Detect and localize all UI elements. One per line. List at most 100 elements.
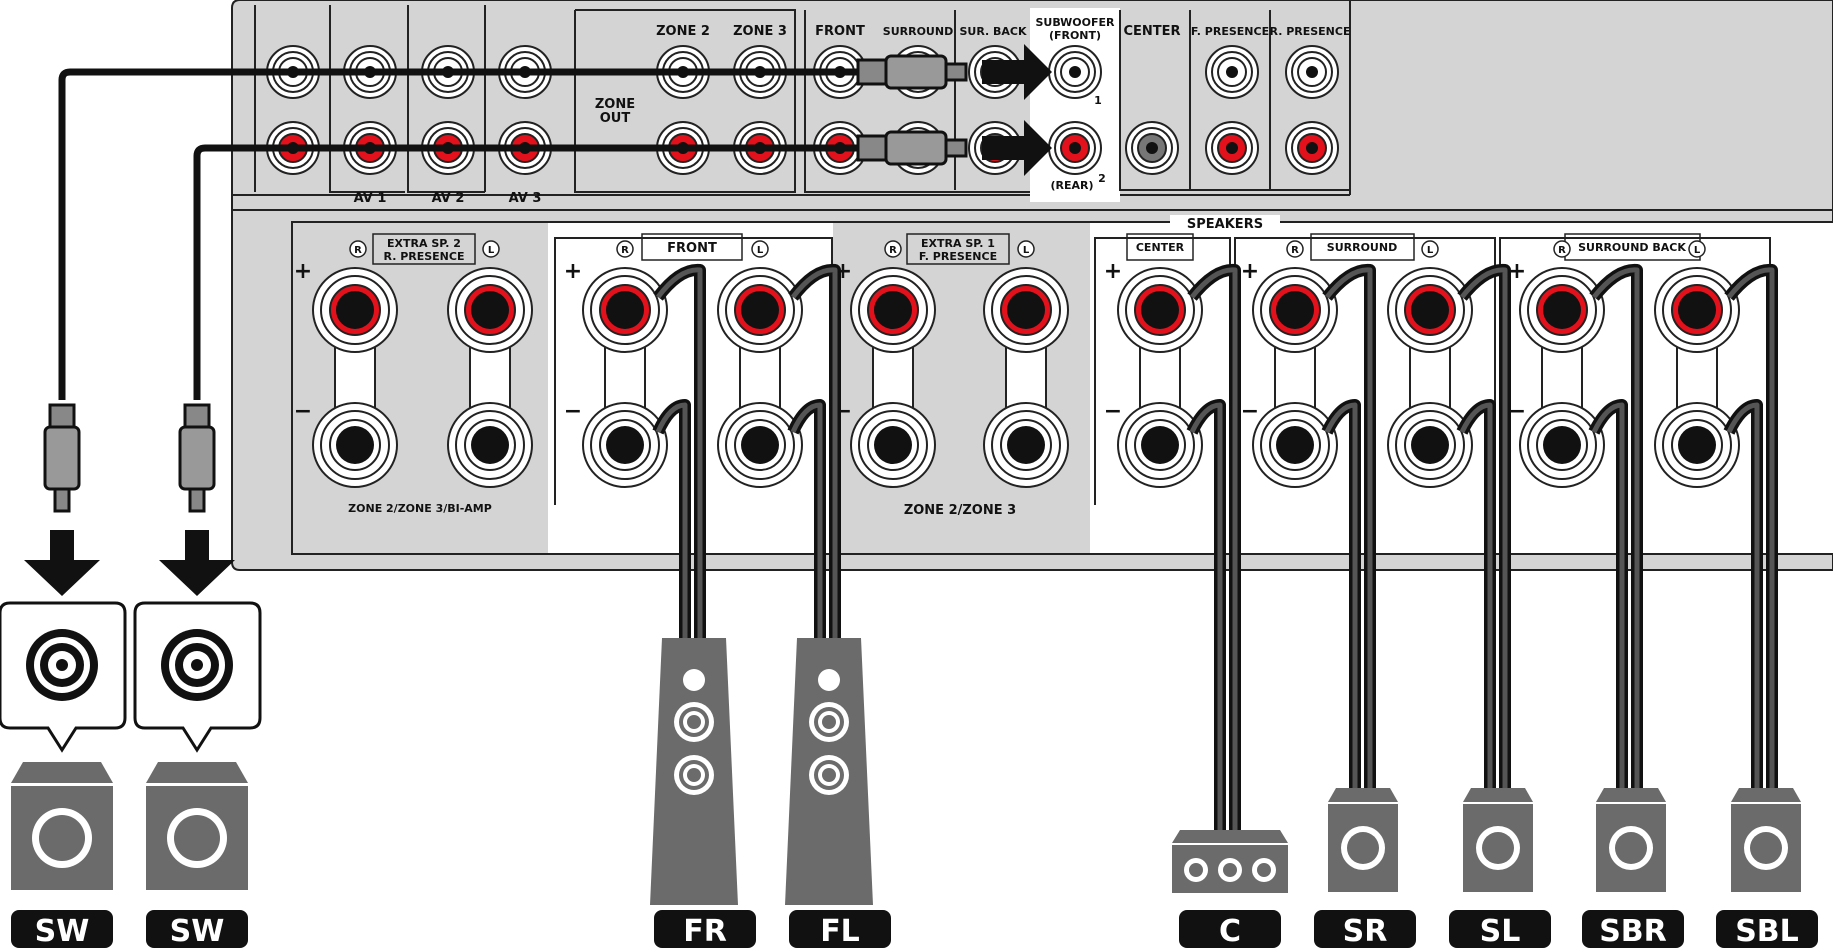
- label-front-preout: FRONT: [815, 24, 865, 39]
- speaker-terminal-minus: [447, 402, 533, 488]
- svg-text:L: L: [1023, 245, 1030, 256]
- svg-text:FL: FL: [820, 914, 860, 949]
- cable-group: [24, 44, 1778, 835]
- speaker-tag: FR: [654, 910, 756, 949]
- label-center-preout: CENTER: [1123, 24, 1180, 39]
- right-channel-badge: R: [1286, 240, 1304, 258]
- speaker-terminal-plus: [850, 267, 936, 353]
- label-surround-back-terminal: SURROUND BACK: [1578, 241, 1686, 254]
- arrow-to-sw1: [24, 530, 100, 596]
- sw1-jack-callout: [0, 601, 127, 753]
- label-f-presence-preout: F. PRESENCE: [1191, 25, 1269, 38]
- label-extra1-footer: ZONE 2/ZONE 3: [904, 503, 1016, 518]
- speaker-terminal-minus: [1252, 402, 1338, 488]
- label-av1: AV 1: [354, 191, 387, 206]
- label-sub-rear: (REAR): [1050, 179, 1093, 192]
- label-zone-out-2: OUT: [600, 111, 631, 126]
- rca-plug-sw1: [43, 403, 81, 513]
- svg-text:R: R: [1558, 245, 1566, 256]
- label-sur-back-preout: SUR. BACK: [959, 25, 1027, 38]
- svg-text:SBR: SBR: [1599, 914, 1667, 949]
- speaker-terminal-plus: [1387, 267, 1473, 353]
- label-subwoofer: SUBWOOFER: [1036, 16, 1116, 29]
- tower-speaker-fr: [650, 638, 738, 905]
- label-extra1-line2: F. PRESENCE: [919, 250, 997, 263]
- right-channel-badge: R: [1553, 240, 1571, 258]
- label-av3: AV 3: [509, 191, 542, 206]
- svg-text:SL: SL: [1480, 914, 1521, 949]
- rca-jack-top: [1205, 45, 1259, 99]
- label-extra2-line2: R. PRESENCE: [384, 250, 465, 263]
- surround-back-speaker-sbr: [1596, 788, 1666, 892]
- label-surround-preout: SURROUND: [883, 25, 953, 38]
- label-av2: AV 2: [432, 191, 465, 206]
- tower-speaker-fl: [785, 638, 873, 905]
- rca-plug-sw2: [178, 403, 216, 513]
- rca-jack-bottom: [1205, 121, 1259, 175]
- speaker-group: [0, 601, 1801, 905]
- speaker-terminal-minus: [1117, 402, 1203, 488]
- speaker-tag: FL: [789, 910, 891, 949]
- surround-speaker-sl: [1463, 788, 1533, 892]
- svg-text:R: R: [1291, 245, 1299, 256]
- speaker-terminal-minus: [850, 402, 936, 488]
- svg-text:SBL: SBL: [1735, 914, 1799, 949]
- speaker-tag: SBR: [1582, 910, 1684, 949]
- label-sub-num-2: 2: [1098, 172, 1106, 185]
- speaker-tag: C: [1179, 910, 1281, 949]
- svg-text:L: L: [1427, 245, 1434, 256]
- speaker-terminal-minus: [717, 402, 803, 488]
- svg-text:R: R: [354, 245, 362, 256]
- svg-text:C: C: [1219, 914, 1241, 949]
- rca-jack-top: [1285, 45, 1339, 99]
- arrow-to-sub-1: [982, 44, 1052, 100]
- right-channel-badge: R: [884, 240, 902, 258]
- speaker-terminal-minus: [1519, 402, 1605, 488]
- speaker-tag: SL: [1449, 910, 1551, 949]
- surround-back-speaker-sbl: [1731, 788, 1801, 892]
- label-zone3: ZONE 3: [733, 24, 787, 39]
- label-center-terminal: CENTER: [1136, 241, 1185, 254]
- svg-text:L: L: [757, 245, 764, 256]
- speaker-tag: SBL: [1716, 910, 1818, 949]
- left-channel-badge: L: [1688, 240, 1706, 258]
- subwoofer-cable-1: [58, 68, 860, 400]
- speaker-terminal-plus: [1252, 267, 1338, 353]
- plus-mark: +: [1104, 259, 1122, 284]
- svg-text:SW: SW: [35, 914, 90, 949]
- label-sub-num-1: 1: [1094, 94, 1102, 107]
- label-r-presence-preout: R. PRESENCE: [1270, 25, 1351, 38]
- label-surround-terminal: SURROUND: [1327, 241, 1397, 254]
- speaker-terminal-plus: [983, 267, 1069, 353]
- sw2-jack-callout: [133, 601, 262, 753]
- rca-jack-top: [1048, 45, 1102, 99]
- minus-mark: −: [294, 399, 312, 424]
- left-channel-badge: L: [1421, 240, 1439, 258]
- speaker-terminal-group: [312, 267, 1740, 488]
- svg-text:SW: SW: [170, 914, 225, 949]
- svg-text:R: R: [889, 245, 897, 256]
- minus-mark: −: [1104, 399, 1122, 424]
- speaker-terminal-plus: [312, 267, 398, 353]
- subwoofer-cable-2: [193, 144, 860, 400]
- label-extra2-footer: ZONE 2/ZONE 3/BI-AMP: [348, 502, 492, 515]
- left-channel-badge: L: [751, 240, 769, 258]
- left-channel-badge: L: [482, 240, 500, 258]
- speaker-terminal-plus: [1654, 267, 1740, 353]
- speaker-terminal-minus: [983, 402, 1069, 488]
- rca-jack-bottom: [1285, 121, 1339, 175]
- minus-mark: −: [1241, 399, 1259, 424]
- svg-text:L: L: [1694, 245, 1701, 256]
- plus-mark: +: [1241, 259, 1259, 284]
- rca-plug-1: [856, 54, 968, 90]
- terminal-labels: EXTRA SP. 2 R. PRESENCE ZONE 2/ZONE 3/BI…: [348, 233, 1701, 518]
- label-extra1-line1: EXTRA SP. 1: [921, 237, 995, 250]
- minus-mark: −: [1508, 399, 1526, 424]
- speaker-terminal-minus: [1387, 402, 1473, 488]
- surround-speaker-sr: [1328, 788, 1398, 892]
- label-extra2-line1: EXTRA SP. 2: [387, 237, 461, 250]
- left-channel-badge: L: [1017, 240, 1035, 258]
